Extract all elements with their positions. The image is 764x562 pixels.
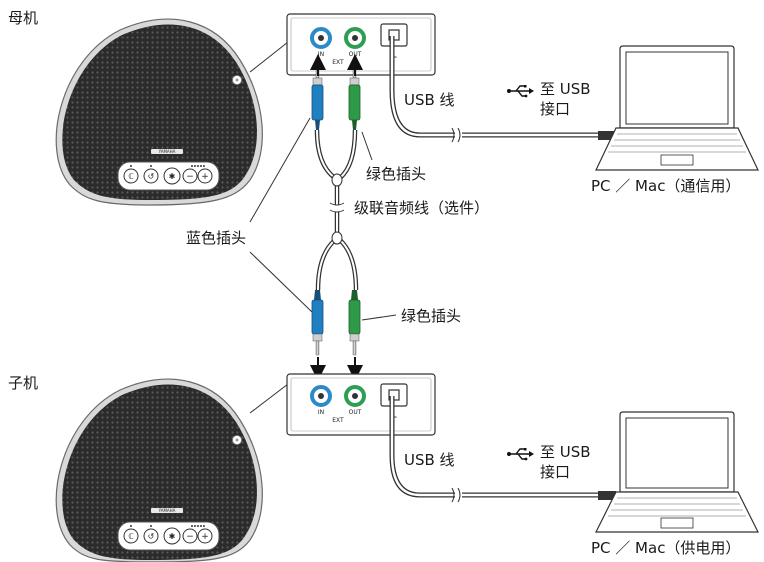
svg-text:✱: ✱: [169, 532, 176, 541]
svg-text:✱: ✱: [169, 172, 176, 181]
usb-port-icon: [380, 23, 408, 47]
svg-text:−: −: [186, 532, 194, 542]
pc-label-top: PC ／ Mac（通信用）: [591, 177, 741, 195]
svg-text:+: +: [201, 532, 209, 542]
slave-speaker: YAMAHA ℂ ↺ ✱ − +: [55, 378, 263, 562]
control-panel: ℂ ↺ ✱ − +: [117, 521, 220, 551]
usb-plug-top: [598, 131, 616, 140]
ext-label: EXT: [332, 417, 344, 424]
port-label-bottom: 接口: [540, 463, 571, 481]
status-led-icon: [232, 75, 242, 85]
slave-label: 子机: [8, 374, 39, 392]
svg-text:ℂ: ℂ: [128, 172, 134, 181]
svg-text:↺: ↺: [148, 532, 155, 541]
green-plug-bottom: [348, 299, 361, 335]
volume-up-button[interactable]: [197, 528, 213, 544]
blue-plug-top: [311, 84, 324, 121]
brand-logo: YAMAHA: [158, 508, 176, 513]
out-jack-icon: [344, 27, 366, 49]
status-led-icon: [232, 435, 242, 445]
callout-green-top: [361, 131, 373, 161]
call-button[interactable]: [143, 528, 159, 544]
svg-text:−: −: [186, 172, 194, 182]
green-plug-label-top: 绿色插头: [366, 165, 427, 183]
volume-down-button[interactable]: [182, 168, 198, 184]
brand-badge: [151, 508, 183, 513]
out-label: OUT: [349, 51, 362, 58]
control-panel: ℂ ↺ ✱ − +: [117, 161, 220, 191]
brand-badge: [151, 149, 183, 154]
ext-label: EXT: [332, 59, 344, 66]
blue-plug-bottom: [311, 299, 324, 335]
to-usb-label-top: 至 USB: [540, 80, 591, 98]
in-jack-icon: [310, 27, 332, 49]
green-plug-top: [348, 84, 361, 121]
to-usb-label-bottom: 至 USB: [540, 443, 591, 461]
in-label: IN: [318, 409, 324, 416]
pc-label-bottom: PC ／ Mac（供电用）: [591, 539, 741, 557]
svg-text:↺: ↺: [148, 172, 155, 181]
speaker-grille: [62, 24, 257, 200]
green-plug-label-bottom: 绿色插头: [401, 307, 462, 325]
mute-button[interactable]: [163, 527, 181, 545]
usb-icon: [507, 448, 534, 461]
laptop-top: [595, 45, 759, 171]
usb-cable-label-bottom: USB 线: [404, 451, 455, 469]
brand-logo: YAMAHA: [158, 149, 176, 154]
usb-icon: [507, 85, 534, 98]
callout-line-bottom: [249, 383, 289, 414]
out-jack-icon: [344, 385, 366, 407]
callout-line: [249, 41, 289, 73]
master-rear-panel: IN OUT EXT •⇋: [286, 13, 436, 76]
usb-plug-bottom: [598, 491, 616, 500]
cascade-cable: [311, 63, 361, 356]
svg-text:ℂ: ℂ: [128, 532, 134, 541]
master-speaker: YAMAHA ℂ ↺ ✱ − +: [55, 18, 263, 206]
port-label-top: 接口: [540, 100, 571, 118]
in-jack-icon: [310, 385, 332, 407]
callout-blue-bottom: [249, 251, 313, 313]
callout-green-bottom: [361, 314, 397, 321]
blue-plug-label: 蓝色插头: [186, 229, 247, 247]
volume-down-button[interactable]: [182, 528, 198, 544]
callout-blue-top: [249, 117, 311, 223]
mic-button[interactable]: [123, 528, 139, 544]
usb-cable-label-top: USB 线: [404, 91, 455, 109]
mute-button[interactable]: [163, 167, 181, 185]
volume-up-button[interactable]: [197, 168, 213, 184]
laptop-bottom: [595, 411, 759, 533]
cascade-cable-label: 级联音频线（选件）: [354, 199, 490, 217]
in-label: IN: [318, 51, 324, 58]
mic-button[interactable]: [123, 168, 139, 184]
out-label: OUT: [349, 409, 362, 416]
call-button[interactable]: [143, 168, 159, 184]
slave-rear-panel: IN OUT EXT •⇋: [286, 373, 436, 436]
master-label: 母机: [8, 9, 39, 27]
speaker-grille: [62, 384, 257, 560]
usb-port-icon: [380, 383, 408, 407]
svg-text:+: +: [201, 172, 209, 182]
